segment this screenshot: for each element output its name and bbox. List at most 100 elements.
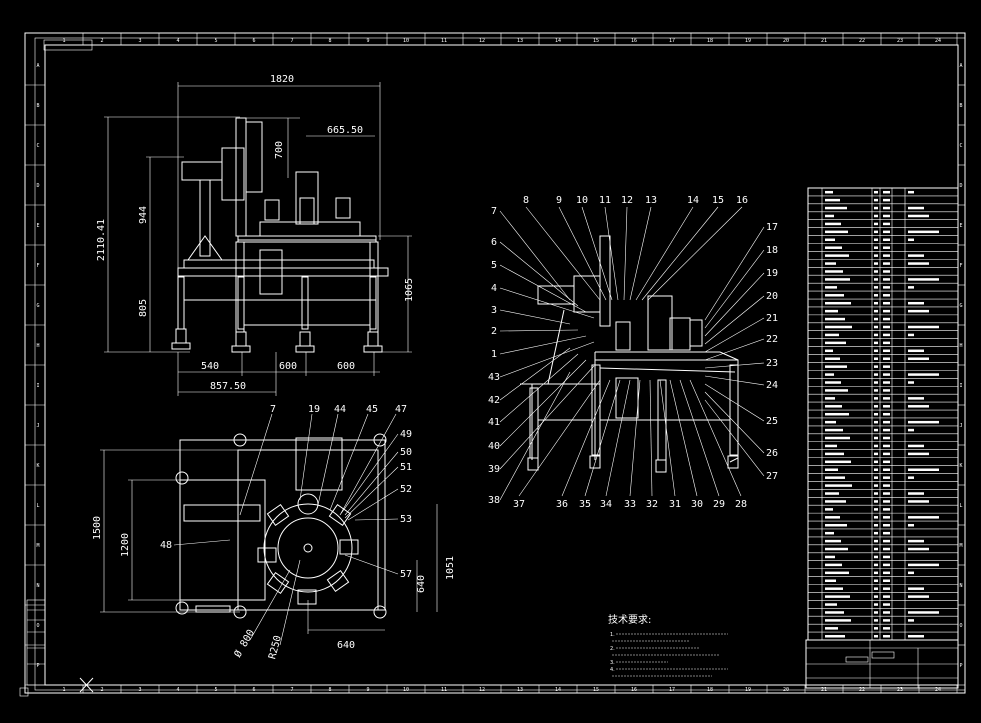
bom-row xyxy=(825,531,890,535)
iso-callout-30: 30 xyxy=(691,499,703,510)
ruler-letter: P xyxy=(36,663,39,669)
ruler-number: 8 xyxy=(328,38,331,44)
callout-19: 19 xyxy=(308,404,320,415)
iso-callout-6: 6 xyxy=(491,237,497,248)
ruler-letter: H xyxy=(959,343,962,349)
ruler-number: 15 xyxy=(593,687,599,693)
iso-callout-39: 39 xyxy=(488,464,500,475)
iso-callout-24: 24 xyxy=(766,380,778,391)
bom-row xyxy=(825,301,924,305)
iso-callout-26: 26 xyxy=(766,448,778,459)
iso-callout-12: 12 xyxy=(621,195,633,206)
bom-row xyxy=(825,412,890,416)
ruler-letter: P xyxy=(959,663,962,669)
ruler-number: 14 xyxy=(555,38,561,44)
ruler-letter: G xyxy=(36,303,39,309)
iso-callout-2: 2 xyxy=(491,326,497,337)
bom-row xyxy=(825,476,914,479)
dim-1820: 1820 xyxy=(270,74,294,85)
iso-callout-1: 1 xyxy=(491,349,497,360)
dim-640-right: 640 xyxy=(416,575,427,593)
ruler-number: 4 xyxy=(176,38,179,44)
ruler-number: 13 xyxy=(517,687,523,693)
ruler-number: 7 xyxy=(290,687,293,693)
ruler-number: 10 xyxy=(403,687,409,693)
ruler-number: 19 xyxy=(745,687,751,693)
iso-callout-9: 9 xyxy=(556,195,562,206)
ruler-number: 22 xyxy=(859,687,865,693)
dim-665-50: 665.50 xyxy=(327,125,363,136)
ruler-number: 4 xyxy=(176,687,179,693)
tech-req-heading: 技术要求: xyxy=(608,613,651,626)
callout-50: 50 xyxy=(400,447,412,458)
bom-row xyxy=(825,595,929,598)
top-view-callouts: 7 19 44 45 47 49 50 51 52 53 57 48 xyxy=(160,404,412,580)
ruler-letter: C xyxy=(36,143,39,149)
iso-callout-32: 32 xyxy=(646,499,658,510)
bom-row xyxy=(825,516,939,519)
ruler-letter: E xyxy=(36,223,39,229)
ruler-number: 23 xyxy=(897,687,903,693)
bom-row xyxy=(825,341,890,345)
iso-callout-25: 25 xyxy=(766,416,778,427)
iso-callout-4: 4 xyxy=(491,283,497,294)
dim-640-bottom: 640 xyxy=(337,640,355,651)
top-view xyxy=(175,433,387,619)
iso-callout-13: 13 xyxy=(645,195,657,206)
ruler-letter: I xyxy=(36,383,39,389)
bom-row xyxy=(825,365,890,368)
bom-row xyxy=(825,436,890,440)
isometric-view xyxy=(520,235,739,473)
bom-row xyxy=(825,460,890,464)
iso-callout-21: 21 xyxy=(766,313,778,324)
ruler-number: 9 xyxy=(366,687,369,693)
dim-600-b: 600 xyxy=(337,361,355,372)
callout-49: 49 xyxy=(400,429,412,440)
ruler-letter: M xyxy=(959,543,962,549)
iso-callout-20: 20 xyxy=(766,291,778,302)
ruler-letter: K xyxy=(36,463,39,469)
top-view-dimensions: 1500 1200 1051 640 640 Ø 800 R250 xyxy=(92,449,456,660)
ruler-letter: H xyxy=(36,343,39,349)
bom-row xyxy=(825,254,924,257)
iso-callout-33: 33 xyxy=(624,499,636,510)
bom-row xyxy=(825,357,929,360)
iso-callout-36: 36 xyxy=(556,499,568,510)
ruler-number: 19 xyxy=(745,38,751,44)
iso-callout-16: 16 xyxy=(736,195,748,206)
ruler-number: 3 xyxy=(138,687,141,693)
bom-row xyxy=(825,405,929,408)
dim-diameter-800: Ø 800 xyxy=(232,627,257,659)
callout-45: 45 xyxy=(366,404,378,415)
bom-row xyxy=(825,270,890,273)
dim-944: 944 xyxy=(138,206,149,224)
bom-row xyxy=(825,508,890,511)
iso-callout-29: 29 xyxy=(713,499,725,510)
front-view-dimensions: 1820 700 665.50 2110.41 944 805 1065 540… xyxy=(96,74,415,396)
iso-callout-5: 5 xyxy=(491,260,497,271)
ruler-number: 24 xyxy=(935,687,941,693)
ruler-number: 16 xyxy=(631,687,637,693)
iso-callout-17: 17 xyxy=(766,222,778,233)
ruler-number: 2 xyxy=(100,38,103,44)
bom-row xyxy=(825,627,890,630)
iso-callout-43: 43 xyxy=(488,372,500,383)
bom-row xyxy=(825,500,929,503)
bom-row xyxy=(825,214,929,218)
iso-callout-40: 40 xyxy=(488,441,500,452)
bom-row xyxy=(825,333,914,337)
bom-row xyxy=(825,309,929,313)
bom-row xyxy=(825,603,890,606)
front-view xyxy=(171,117,389,353)
iso-callout-23: 23 xyxy=(766,358,778,369)
ruler-number: 13 xyxy=(517,38,523,44)
ruler-number: 18 xyxy=(707,687,713,693)
title-block xyxy=(805,639,959,689)
bom-row xyxy=(825,428,914,432)
ruler-number: 10 xyxy=(403,38,409,44)
ruler-letter: O xyxy=(36,623,39,629)
